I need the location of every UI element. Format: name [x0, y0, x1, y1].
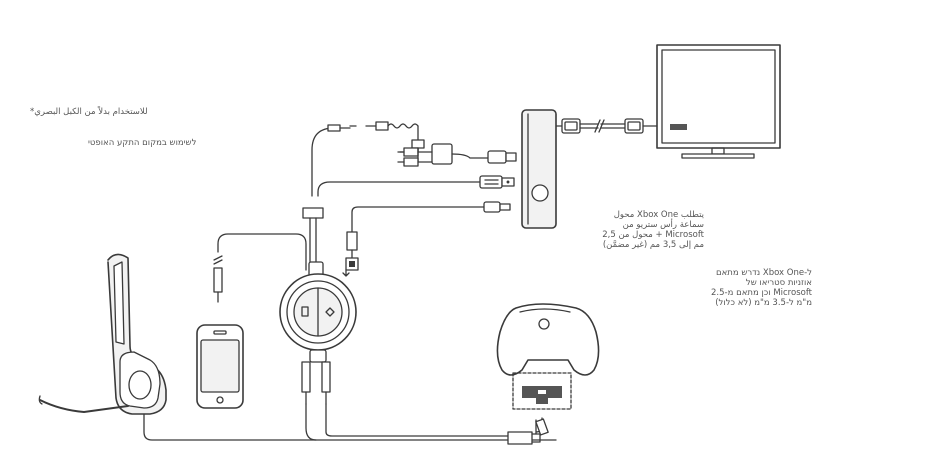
smartphone-icon	[197, 325, 243, 408]
rca-adapter-icon	[398, 140, 516, 166]
xbox-one-console-icon	[522, 110, 556, 228]
note-line: يتطلب Xbox One محول	[596, 210, 704, 220]
headset-adapter-icon	[513, 373, 571, 409]
usb-plug-icon	[507, 181, 509, 183]
optical-line	[352, 202, 510, 232]
hdmi-cable-icon	[556, 119, 657, 133]
note-hebrew-adapter: ל-Xbox One נדרש מתאם אוזניות סטריאו של M…	[700, 268, 812, 308]
note-line: سماعة رأس ستريو من	[596, 220, 704, 230]
controller-icon	[497, 304, 598, 375]
note-line: Microsoft + محول من 2,5	[596, 230, 704, 240]
note-line: مم إلى 3,5 مم (غير مضمَّن)	[596, 240, 704, 250]
note-line: Microsoft וכן מתאם מ-2.5	[700, 288, 812, 298]
mixer-amp-icon	[280, 262, 356, 362]
mixer-jacks	[302, 362, 330, 404]
note-arabic-adapter: يتطلب Xbox One محول سماعة رأس ستريو من M…	[596, 210, 704, 250]
optical-cable	[312, 122, 418, 196]
note-line: ל-Xbox One נדרש מתאם	[700, 268, 812, 278]
tv-icon	[657, 45, 780, 158]
usb-cable	[318, 176, 514, 196]
note-hebrew-optical: לשימוש במקום התקע האופטי	[88, 138, 196, 148]
note-line: אוזניות סטריאו של	[700, 278, 812, 288]
optical-plug-icon	[343, 232, 358, 276]
note-arabic-optical: للاستخدام بدلاً من الكبل البصري*	[30, 107, 148, 117]
note-line: מ"מ ל-3.5 מ"מ (לא כלול)	[700, 298, 812, 308]
cable-clip	[303, 208, 323, 218]
